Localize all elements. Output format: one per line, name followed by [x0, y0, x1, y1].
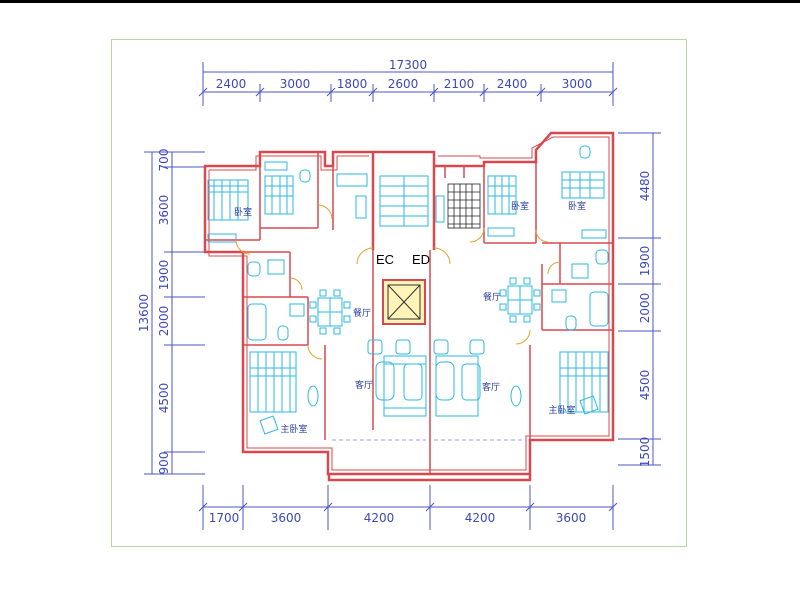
left-dimension-lines: [144, 151, 205, 475]
dim-top-2: 3000: [280, 77, 311, 91]
right-dimension-lines: [618, 132, 661, 466]
core-tag-ed: ED: [412, 252, 430, 267]
dim-right-2: 1900: [638, 246, 652, 277]
interior-walls: [205, 152, 613, 474]
dim-top-3: 1800: [337, 77, 368, 91]
dim-left-3: 1900: [157, 260, 171, 291]
door-swings: [235, 204, 561, 360]
room-label-dining-left: 餐厅: [353, 307, 371, 319]
dim-right-5: 1500: [638, 437, 652, 468]
room-label-living-right: 客厅: [482, 381, 500, 393]
furniture: [207, 145, 609, 435]
bottom-dimension-lines: [198, 485, 618, 530]
room-label-bedroom-right-2: 卧室: [568, 200, 586, 212]
dim-top-1: 2400: [216, 77, 247, 91]
dim-top-total: 17300: [389, 58, 427, 72]
room-label-master-bedroom-left: 主卧室: [280, 423, 307, 435]
dim-bottom-2: 3600: [271, 511, 302, 525]
dim-right-4: 4500: [638, 370, 652, 401]
top-dimension-lines: [198, 62, 618, 106]
dim-left-4: 2000: [157, 306, 171, 337]
dim-top-4: 2600: [388, 77, 419, 91]
dim-left-1: 700: [157, 149, 171, 172]
dim-left-5: 4500: [157, 383, 171, 414]
room-label-bedroom-right-1: 卧室: [511, 200, 529, 212]
dim-bottom-1: 1700: [209, 511, 240, 525]
drawing-frame: [111, 39, 687, 547]
dim-left-2: 3600: [157, 195, 171, 226]
core-tag-ec: EC: [376, 252, 394, 267]
dim-right-1: 4480: [638, 171, 652, 202]
dim-top-7: 3000: [562, 77, 593, 91]
room-label-master-bedroom-right: 主卧室: [548, 404, 575, 416]
dim-top-6: 2400: [497, 77, 528, 91]
dim-bottom-3: 4200: [364, 511, 395, 525]
dim-top-5: 2100: [444, 77, 475, 91]
dim-left-6: 900: [157, 452, 171, 475]
elevator-shaft: [382, 279, 426, 325]
dim-left-total: 13600: [137, 294, 151, 332]
top-border-bar: [0, 0, 800, 3]
dim-right-3: 2000: [638, 293, 652, 324]
kitchen-tile-grid: [447, 183, 481, 229]
dim-bottom-5: 3600: [556, 511, 587, 525]
exterior-walls-inner: [208, 136, 610, 471]
room-label-bedroom-left: 卧室: [234, 206, 252, 218]
dim-bottom-4: 4200: [465, 511, 496, 525]
room-label-dining-right: 餐厅: [483, 291, 501, 303]
room-label-living-left: 客厅: [355, 379, 373, 391]
